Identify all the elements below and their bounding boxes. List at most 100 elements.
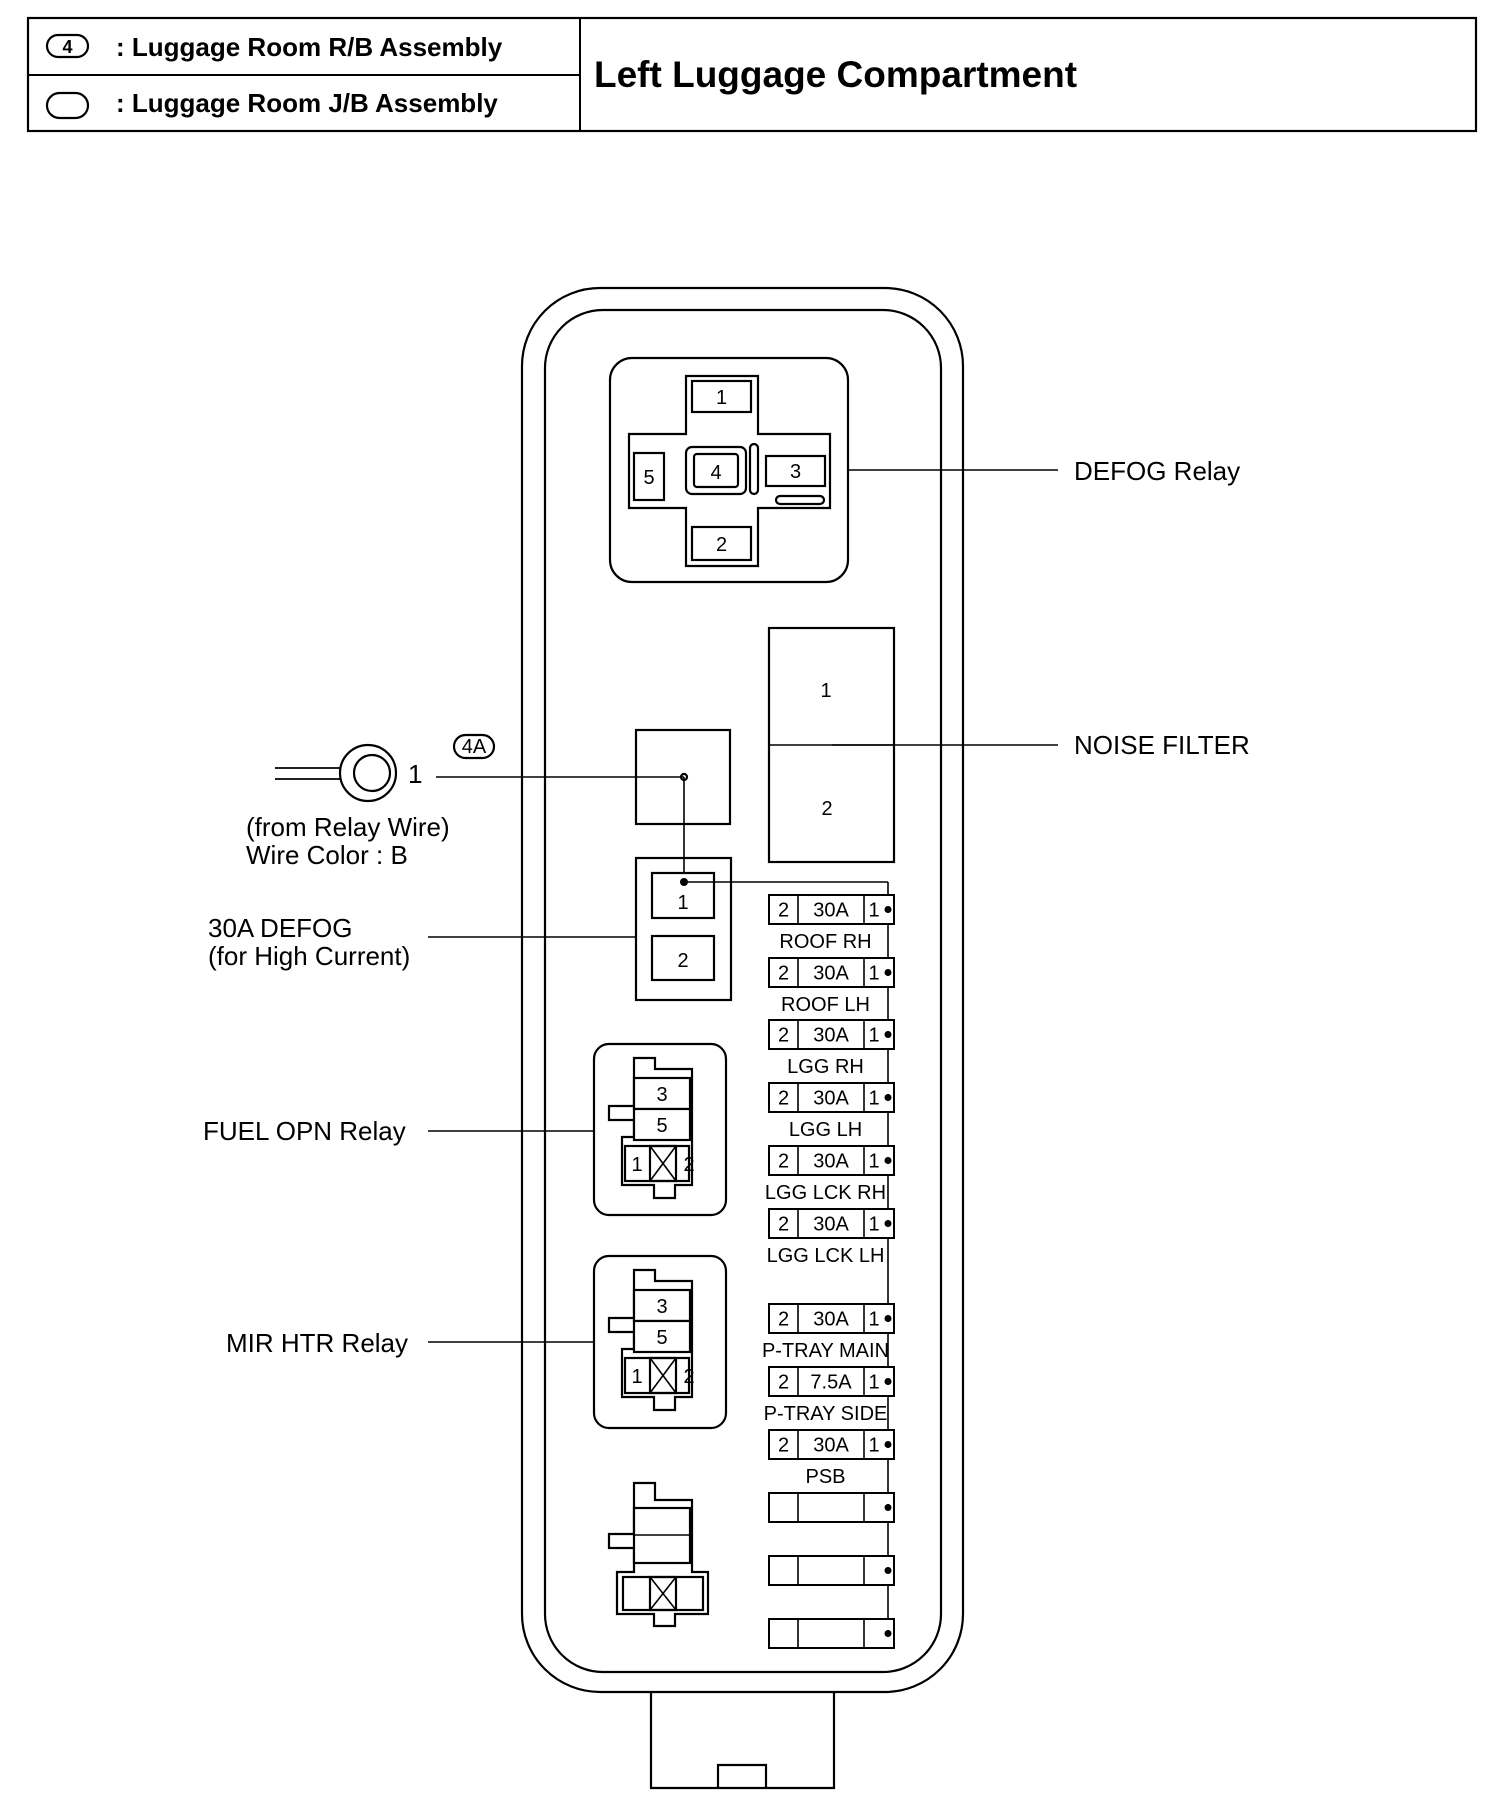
defog-relay-label: DEFOG Relay [1074,456,1240,486]
fuse-left-pin: 2 [778,1435,789,1457]
defog-pin-1-box [690,379,753,414]
fuse-left-pin: 2 [778,1214,789,1236]
fuse-body [768,1208,895,1239]
defog-relay-socket [627,374,832,568]
spare-fuse-body [768,1492,895,1523]
defog-relay: 1 5 4 3 2 DEFOG Relay [608,356,1240,584]
spare-relay-cross-b [649,1576,677,1611]
defog-slot-vertical [748,442,760,496]
defog-pin-2: 2 [716,534,727,556]
fuse-right-pin: 1 [868,1214,879,1236]
fuse-name: LGG RH [787,1056,864,1078]
fuse-body [768,1082,895,1113]
mir-htr-pin-3: 3 [656,1296,667,1318]
defog-pin-5-box [632,451,666,502]
fuse-right-pin: 1 [868,1435,879,1457]
fuse-left-pin: 2 [778,1372,789,1394]
defog-30a-pin-2-box [650,934,716,982]
terminal-note-line2: Wire Color : B [246,840,408,870]
fuse-bus-dot [884,969,892,976]
fuse-body [768,1303,895,1334]
fuse-bus-dot [884,1094,892,1101]
fuse-name: LGG LCK LH [767,1245,885,1267]
fuse-name: LGG LCK RH [765,1182,886,1204]
relay-wire-terminal: 1 4A (from Relay Wire) Wire Color : B [246,728,732,882]
fuel-opn-pin-3-box [632,1076,692,1111]
fuse-left-pin: 2 [778,1309,789,1331]
defog-pin-5: 5 [643,467,654,489]
fuse-name: PSB [805,1466,845,1488]
fuel-opn-relay: 3 5 1 2 FUEL OPN Relay [203,1042,728,1217]
fuse-body [768,1145,895,1176]
defog-slot-horizontal [774,494,826,506]
mir-htr-pin-5-box [632,1319,692,1354]
fuel-opn-relay-label: FUEL OPN Relay [203,1116,406,1146]
defog-pin-3-box [764,454,827,488]
fuse-name: ROOF RH [779,931,871,953]
fuel-opn-relay-socket [607,1056,694,1200]
fuel-opn-cross-box [648,1144,678,1183]
ring-terminal-inner [352,753,392,793]
fuse-right-pin: 1 [868,1372,879,1394]
mir-htr-relay-socket [607,1268,694,1412]
rb-symbol-icon [45,33,90,59]
mir-htr-cross-box [648,1356,678,1395]
defog-30a-pin-1: 1 [677,892,688,914]
fuel-opn-relay-housing [592,1042,728,1217]
spare-relay-socket [607,1481,710,1628]
fuse-left-pin: 2 [778,963,789,985]
noise-filter: 1 2 NOISE FILTER [767,626,1250,864]
defog-30a-housing [634,856,733,1002]
fuse-right-pin: 1 [868,900,879,922]
fuse-body [768,1366,895,1397]
fuse-rating: 30A [813,1214,849,1236]
box-inner-outline [543,308,943,1674]
box-tab-notch [716,1763,768,1788]
fuse-name: LGG LH [789,1119,862,1141]
location-title: Left Luggage Compartment [594,54,1077,95]
mir-htr-pin-5: 5 [656,1327,667,1349]
fuse-right-pin: 1 [868,1309,879,1331]
fuse-rating: 30A [813,963,849,985]
spare-fuse-bus-dot [884,1567,892,1574]
fuse-right-pin: 1 [868,1025,879,1047]
fuse-left-pin: 2 [778,1151,789,1173]
fuel-opn-pin-2: 2 [683,1154,694,1176]
mir-htr-pin-1: 1 [631,1366,642,1388]
legend-table: 4 : Luggage Room R/B Assembly : Luggage … [26,16,1478,133]
defog-pin-4: 4 [710,462,721,484]
defog-30a-label-line2: (for High Current) [208,941,410,971]
fuse-bus-dot [884,1031,892,1038]
ring-terminal-outer [338,743,398,803]
fuse-left-pin: 2 [778,900,789,922]
connector-tag-text: 4A [462,736,487,758]
defog-pin-4-box [692,452,740,489]
fuse-name: ROOF LH [781,994,870,1016]
spare-fuse-slot-2 [768,1555,895,1586]
spare-fuse-body [768,1618,895,1649]
fuel-opn-pin-5-box [632,1107,692,1142]
spare-fuse-bus-dot [884,1504,892,1511]
fuse-right-pin: 1 [868,963,879,985]
box-outer-outline [520,286,965,1694]
spare-fuse-slot-3 [768,1618,895,1649]
mir-htr-relay: 3 5 1 2 MIR HTR Relay [226,1254,728,1430]
spare-fuse-bus-dot [884,1630,892,1637]
noise-filter-label: NOISE FILTER [1074,730,1250,760]
fuse-rating: 30A [813,1088,849,1110]
defog-30a-label-line1: 30A DEFOG [208,913,353,943]
fuse-bus-dot [884,1315,892,1322]
fuse-bus-dot [884,1157,892,1164]
fuse-bus-dot [884,1220,892,1227]
fuse-left-pin: 2 [778,1025,789,1047]
fuse-rating: 30A [813,1309,849,1331]
defog-pin-1: 1 [716,387,727,409]
spare-relay-outline [607,1481,710,1628]
fuse-bus-dot [884,1378,892,1385]
fuse-right-pin: 1 [868,1088,879,1110]
